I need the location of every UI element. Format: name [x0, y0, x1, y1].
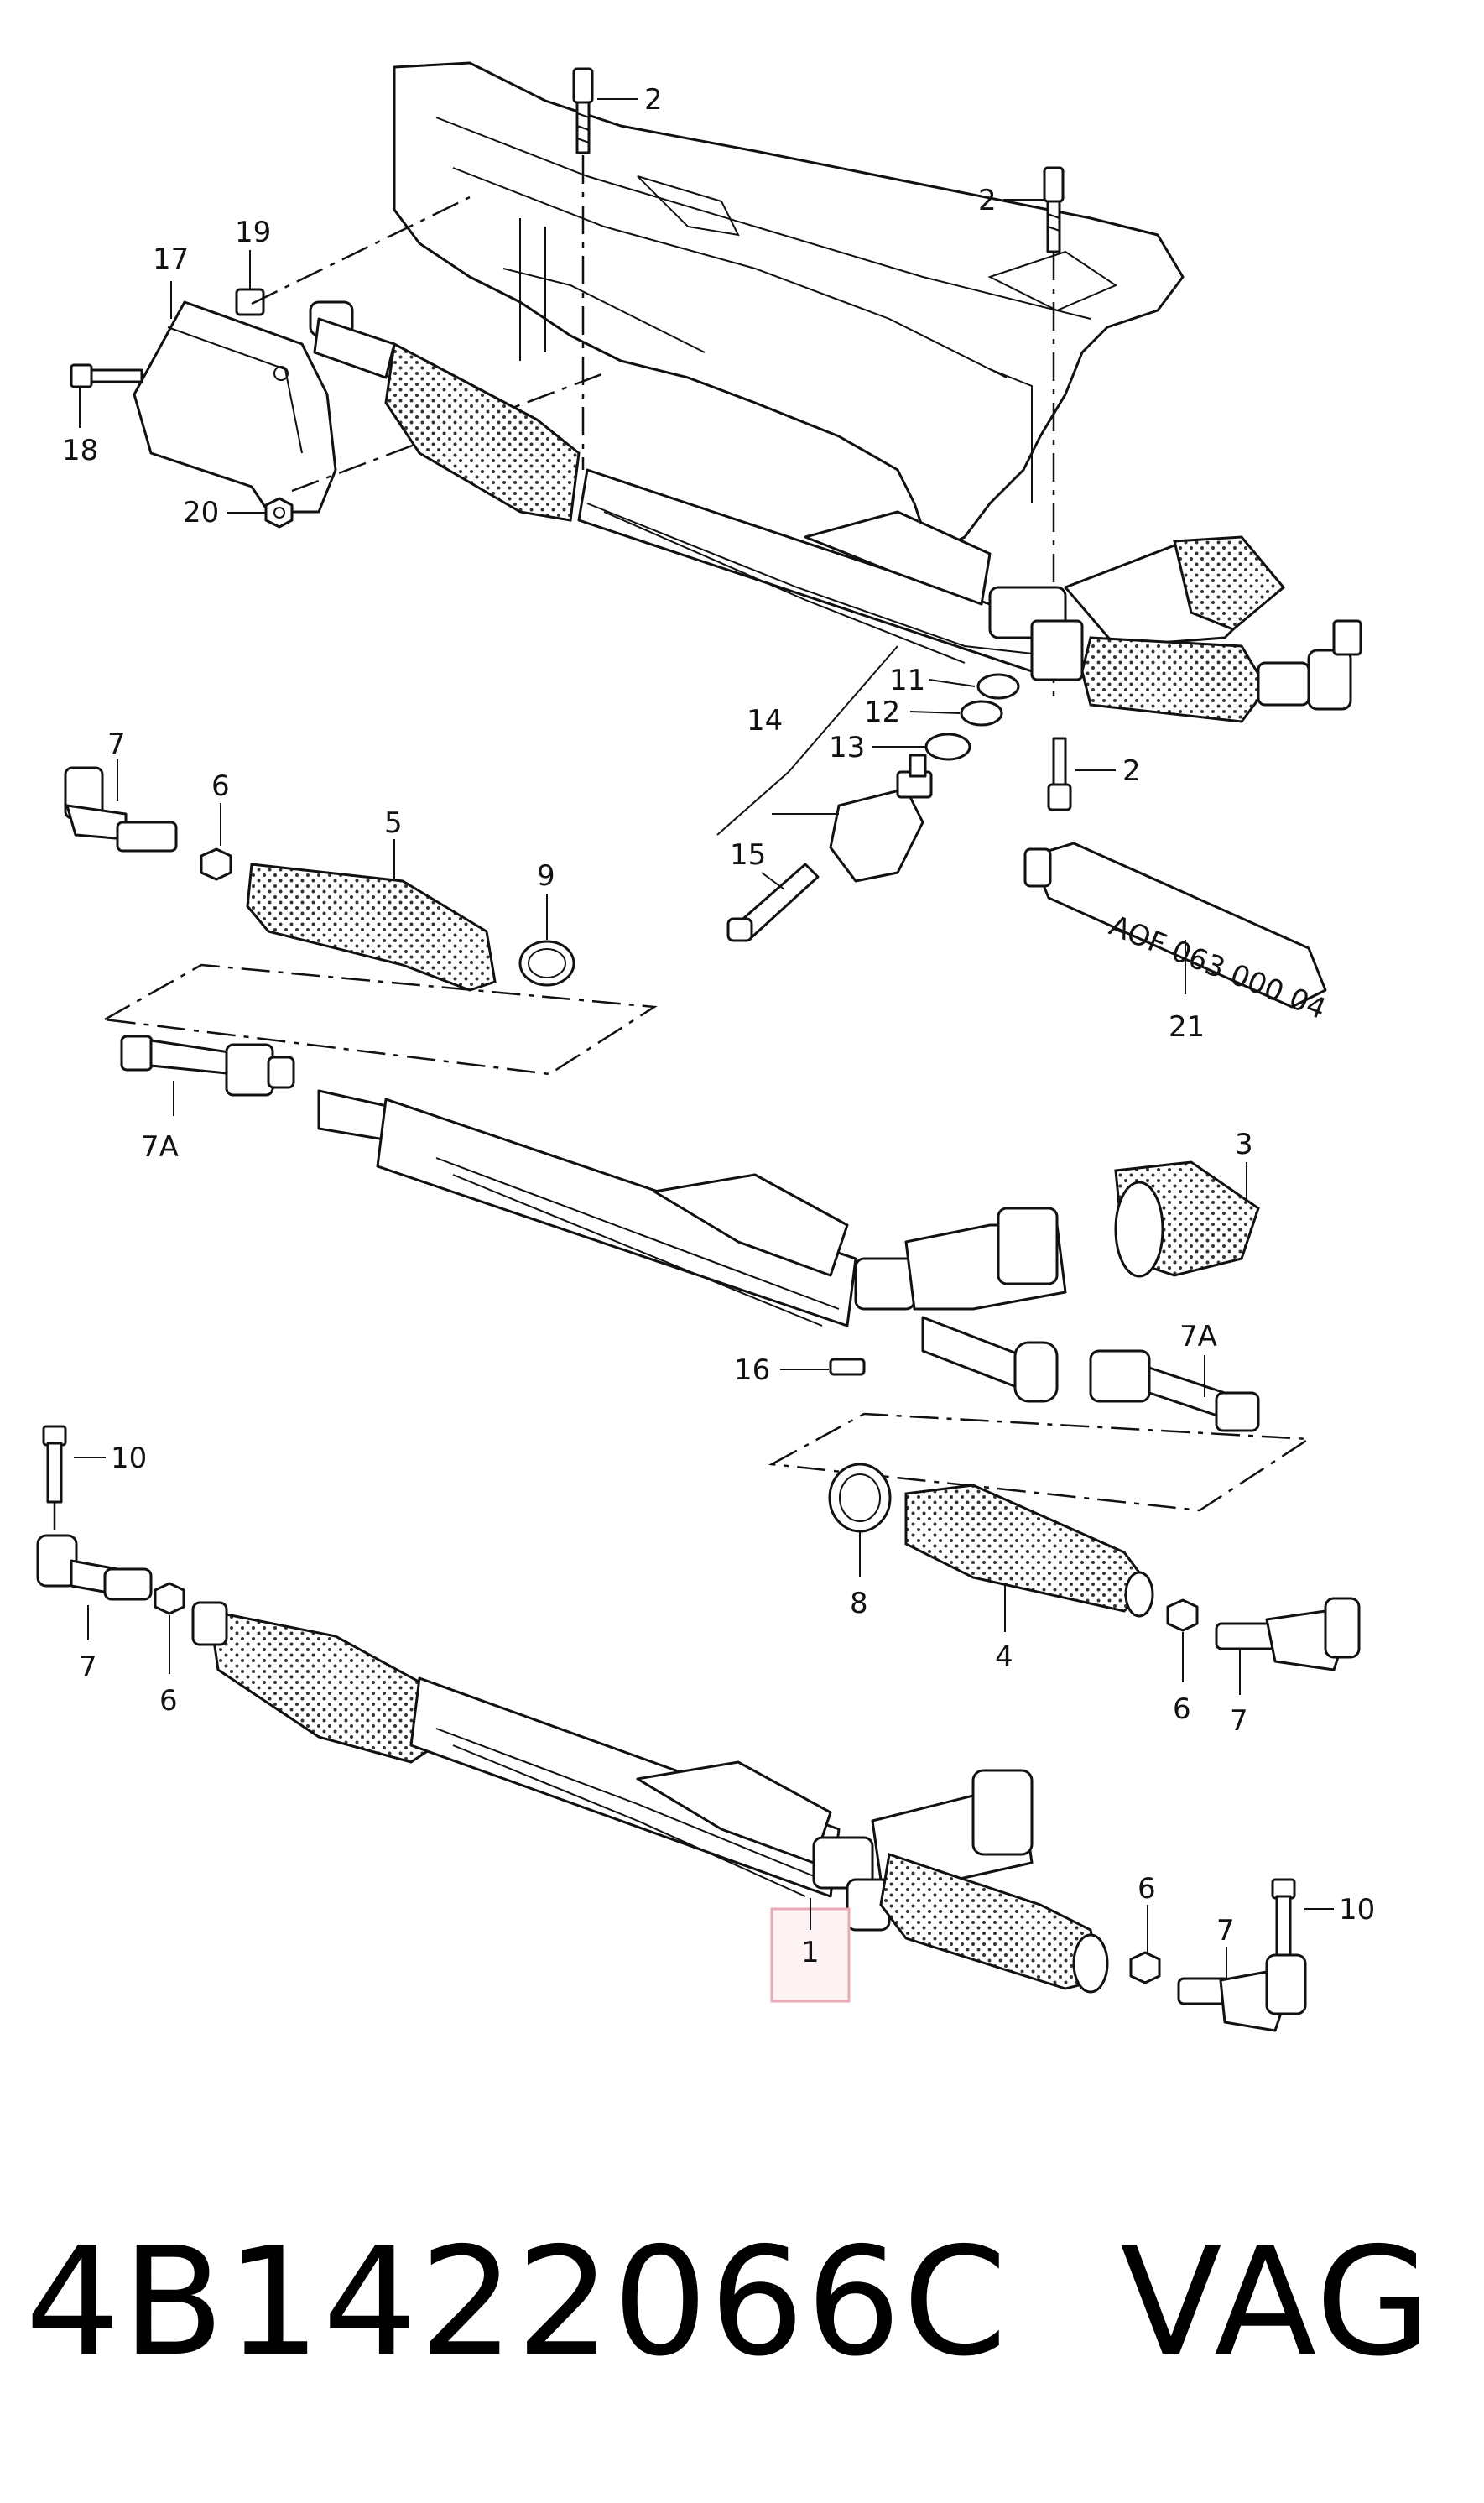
callout-7A-right: 7A: [1179, 1320, 1217, 1353]
bracket: [133, 300, 337, 514]
callout-7-upper-left: 7: [107, 727, 126, 761]
top-boot-left: [309, 300, 581, 522]
brand-name: VAG: [1120, 2215, 1433, 2389]
callout-18: 18: [62, 434, 98, 467]
middle-rack-housing: [317, 1089, 1067, 1403]
callout-20: 20: [183, 496, 219, 529]
inner-tie-rod-lower: [1089, 1349, 1260, 1432]
callout-2-top-left: 2: [644, 83, 663, 117]
callout-6-lower-right: 6: [1138, 1872, 1156, 1906]
inner-tie-rod-upper: [120, 1035, 295, 1097]
rack-assembly-lower: [191, 1601, 1109, 1994]
hex-nut: [264, 497, 294, 529]
subframe: [393, 61, 1185, 555]
callout-6-upper: 6: [211, 769, 230, 803]
tie-rod-end-right-lower: [1177, 1953, 1307, 2032]
callout-17: 17: [153, 242, 189, 276]
callout-15: 15: [730, 838, 766, 872]
lower-bolt: [1047, 737, 1072, 811]
tie-rod-end-right-middle: [1215, 1597, 1361, 1671]
boot-4: [904, 1484, 1154, 1618]
lock-nut-upper: [200, 847, 232, 881]
callout-7-lower-right: 7: [1216, 1914, 1235, 1948]
callout-10-left: 10: [111, 1442, 147, 1475]
callout-labels: 2 2 2 19 17 18 20 11 12 13 14 15 7 6 5 9…: [62, 83, 1375, 1969]
footer: 4B1422066C VAG: [25, 2215, 1433, 2389]
pressure-valve: [829, 754, 933, 883]
callout-6-lower-left: 6: [159, 1684, 178, 1718]
clip-nut: [235, 288, 265, 316]
callout-2-top-right: 2: [978, 184, 997, 217]
lock-nut-lower-left: [154, 1582, 185, 1615]
screw-16: [829, 1358, 866, 1376]
bolt-10-left: [42, 1425, 67, 1536]
part-number: 4B1422066C: [25, 2215, 1008, 2389]
top-boot-right: [1080, 619, 1362, 723]
callout-1: 1: [801, 1936, 820, 1969]
callout-6-middle-right: 6: [1173, 1692, 1191, 1726]
callout-4: 4: [995, 1640, 1013, 1674]
leader-lines: [74, 98, 1334, 1979]
callout-9: 9: [537, 859, 555, 893]
callout-5: 5: [384, 806, 403, 840]
tie-rod-end-left-upper: [64, 766, 178, 853]
callout-7A-left: 7A: [141, 1130, 179, 1164]
clamp-9: [518, 940, 575, 987]
callout-12: 12: [864, 696, 900, 729]
tie-rod-end-left-lower: [36, 1534, 153, 1601]
callout-13: 13: [829, 731, 865, 764]
callout-11: 11: [889, 664, 925, 697]
top-bolt-right: [1043, 166, 1065, 253]
callout-3: 3: [1235, 1128, 1253, 1161]
top-bolt-left: [572, 67, 594, 154]
callout-8: 8: [850, 1587, 868, 1620]
bracket-bolt: [70, 363, 143, 388]
callout-21: 21: [1169, 1010, 1205, 1044]
callout-2-lower: 2: [1122, 754, 1141, 788]
callout-7-middle-right: 7: [1230, 1704, 1248, 1738]
callout-19: 19: [235, 216, 271, 249]
callout-10-right: 10: [1339, 1893, 1375, 1927]
boot-5: [246, 863, 497, 992]
hollow-bolt: [726, 863, 820, 942]
grease-tube: AOF 063 000 04: [1023, 842, 1330, 1026]
boot-3: [1114, 1160, 1260, 1278]
callout-14: 14: [747, 704, 783, 738]
bolt-10-right: [1271, 1878, 1296, 1957]
callout-7-lower-left: 7: [79, 1650, 97, 1684]
top-rack-housing: [577, 468, 1286, 681]
lock-nut-lower-right: [1129, 1951, 1161, 1984]
callout-16: 16: [734, 1353, 770, 1387]
clamp-8: [828, 1463, 892, 1533]
lock-nut-right: [1166, 1598, 1199, 1632]
o-rings: [924, 673, 1020, 761]
